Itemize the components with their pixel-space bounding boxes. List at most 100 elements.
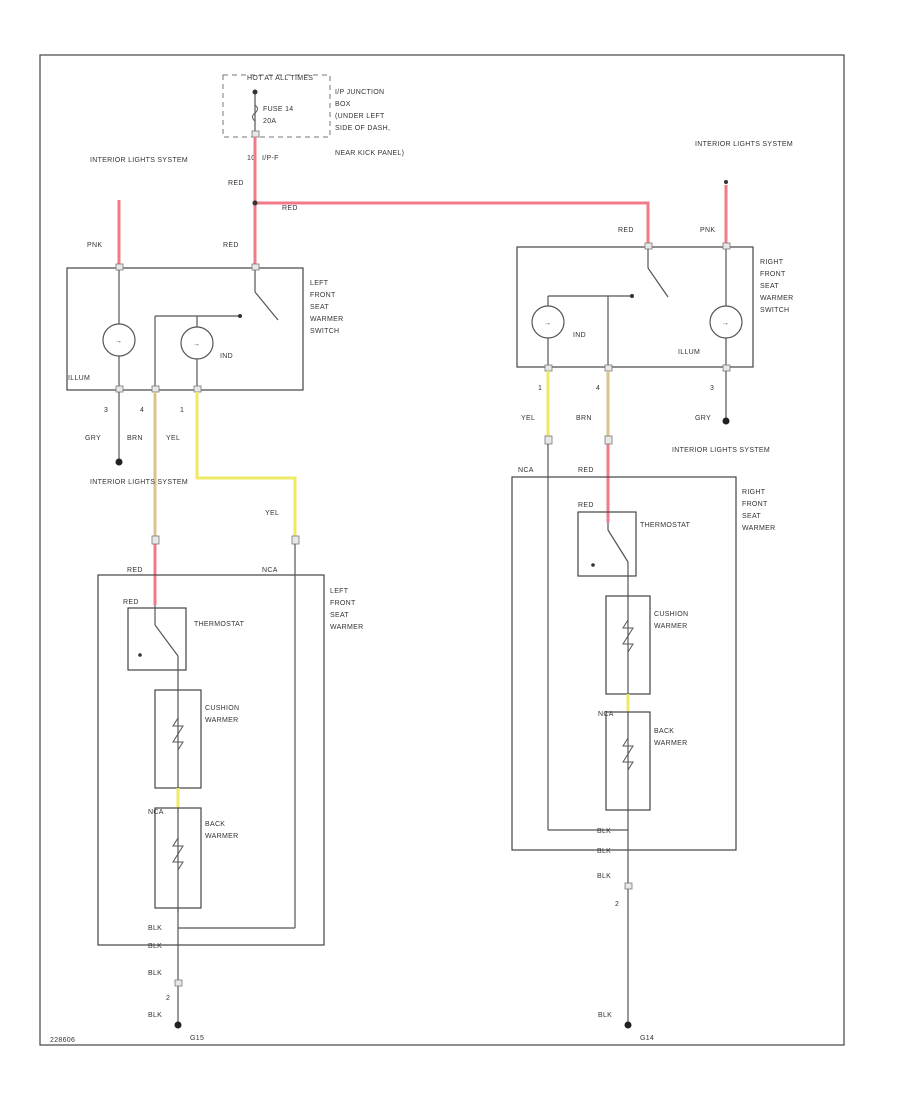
red-label-crossover: RED bbox=[282, 205, 298, 212]
left-pnk-label: PNK bbox=[87, 242, 102, 249]
right-heater-nca-label: NCA bbox=[518, 467, 534, 474]
right-wire-label: BRN bbox=[576, 415, 592, 422]
left-heater-title-line: LEFT bbox=[330, 588, 349, 595]
right-feed-system-label: INTERIOR LIGHTS SYSTEM bbox=[695, 141, 793, 148]
left-back-label: BACK bbox=[205, 821, 225, 828]
left-pin-label: 4 bbox=[140, 407, 144, 414]
right-pin-label: 4 bbox=[596, 385, 600, 392]
right-heater-title-line: WARMER bbox=[742, 525, 775, 532]
right-ground-pin: 2 bbox=[615, 901, 619, 908]
fuse-location-line: BOX bbox=[335, 101, 351, 108]
right-wire-label: YEL bbox=[521, 415, 535, 422]
left-thermostat-red-label: RED bbox=[123, 599, 139, 606]
left-ground-id: G15 bbox=[190, 1035, 204, 1042]
right-red-label: RED bbox=[618, 227, 634, 234]
right-heater-title-line: RIGHT bbox=[742, 489, 766, 496]
right-lower-system-label: INTERIOR LIGHTS SYSTEM bbox=[672, 447, 770, 454]
right-ind-label: IND bbox=[573, 332, 586, 339]
svg-text:→: → bbox=[722, 320, 729, 327]
left-lower-system-label: INTERIOR LIGHTS SYSTEM bbox=[90, 479, 188, 486]
left-illum-label: ILLUM bbox=[68, 375, 90, 382]
right-switch-title-line: RIGHT bbox=[760, 259, 784, 266]
right-switch-title-line: WARMER bbox=[760, 295, 793, 302]
left-pin-label: 1 bbox=[180, 407, 184, 414]
right-gry-termination bbox=[722, 417, 730, 425]
right-blk-label: BLK bbox=[597, 873, 611, 880]
right-wire-label: GRY bbox=[695, 415, 711, 422]
left-blk-label: BLK bbox=[148, 970, 162, 977]
left-heater: RED NCA RED THERMOSTAT CUSHION WARMER NC… bbox=[97, 535, 325, 946]
right-back-label: WARMER bbox=[654, 740, 687, 747]
left-blk-label: BLK bbox=[148, 943, 162, 950]
right-heater-title-line: FRONT bbox=[742, 501, 768, 508]
left-back-label: WARMER bbox=[205, 833, 238, 840]
left-switch: INTERIOR LIGHTS SYSTEM PNK RED → ILLUM →… bbox=[66, 157, 304, 442]
fuse-location-line: SIDE OF DASH, bbox=[335, 125, 390, 132]
right-blk-label: BLK bbox=[597, 848, 611, 855]
right-pin-label: 1 bbox=[538, 385, 542, 392]
right-switch-title-line: FRONT bbox=[760, 271, 786, 278]
left-ground-symbol bbox=[174, 1021, 182, 1029]
right-cushion-label: WARMER bbox=[654, 623, 687, 630]
left-heater-title-line: WARMER bbox=[330, 624, 363, 631]
red-label-upper: RED bbox=[228, 180, 244, 187]
left-wire-label: GRY bbox=[85, 435, 101, 442]
left-switch-title-line: FRONT bbox=[310, 292, 336, 299]
right-back-label: BACK bbox=[654, 728, 674, 735]
left-gry-termination bbox=[115, 458, 123, 466]
fuse-hot-label: HOT AT ALL TIMES bbox=[247, 75, 313, 82]
left-heater-title-line: SEAT bbox=[330, 612, 349, 619]
fuse-block: HOT AT ALL TIMES FUSE 14 20A I/P JUNCTIO… bbox=[222, 74, 404, 162]
right-illum-label: ILLUM bbox=[678, 349, 700, 356]
svg-text:→: → bbox=[193, 341, 200, 348]
fuse-location-line: NEAR KICK PANEL) bbox=[335, 150, 404, 157]
right-switch-title-line: SWITCH bbox=[760, 307, 789, 314]
left-switch-title-line: WARMER bbox=[310, 316, 343, 323]
right-switch: INTERIOR LIGHTS SYSTEM PNK RED → IND → I… bbox=[516, 141, 793, 422]
left-switch-title-line: LEFT bbox=[310, 280, 329, 287]
left-pin-label: 3 bbox=[104, 407, 108, 414]
fuse-number-label: FUSE 14 bbox=[263, 106, 294, 113]
right-heater-title-line: SEAT bbox=[742, 513, 761, 520]
left-back-nca-label: NCA bbox=[148, 809, 164, 816]
fuse-location-line: (UNDER LEFT bbox=[335, 113, 385, 120]
left-blk-label: BLK bbox=[148, 1012, 162, 1019]
right-thermostat-red-label: RED bbox=[578, 502, 594, 509]
left-wire-label: BRN bbox=[127, 435, 143, 442]
left-ind-label: IND bbox=[220, 353, 233, 360]
right-heater-red-label: RED bbox=[578, 467, 594, 474]
left-yel-wire bbox=[195, 392, 297, 540]
left-thermostat-label: THERMOSTAT bbox=[194, 621, 245, 628]
left-heater-red-label: RED bbox=[127, 567, 143, 574]
left-blk-label: BLK bbox=[148, 925, 162, 932]
fuse-location-line: I/P JUNCTION bbox=[335, 89, 384, 96]
left-wire-label: YEL bbox=[166, 435, 180, 442]
right-switch-title-line: SEAT bbox=[760, 283, 779, 290]
left-cushion-label: WARMER bbox=[205, 717, 238, 724]
fuse-amperage-label: 20A bbox=[263, 118, 276, 125]
left-switch-title-line: SWITCH bbox=[310, 328, 339, 335]
right-thermostat-label: THERMOSTAT bbox=[640, 522, 691, 529]
left-cushion-label: CUSHION bbox=[205, 705, 239, 712]
figure-id: 228606 bbox=[50, 1037, 75, 1044]
svg-text:→: → bbox=[544, 320, 551, 327]
right-ground-symbol bbox=[624, 1021, 632, 1029]
splice-dot bbox=[252, 200, 258, 206]
right-pin-label: 3 bbox=[710, 385, 714, 392]
right-blk-label: BLK bbox=[598, 1012, 612, 1019]
fuse-pin-id: I/P-F bbox=[262, 155, 279, 162]
right-ground-id: G14 bbox=[640, 1035, 654, 1042]
left-red-label: RED bbox=[223, 242, 239, 249]
left-ground-pin: 2 bbox=[166, 995, 170, 1002]
red-crossover-wire bbox=[255, 201, 650, 243]
svg-text:→: → bbox=[115, 338, 122, 345]
diagram-frame bbox=[39, 54, 845, 1046]
left-heater-yel-label: YEL bbox=[265, 510, 279, 517]
fuse-pin-number: 10 bbox=[247, 155, 255, 162]
left-switch-title-line: SEAT bbox=[310, 304, 329, 311]
right-blk-label: BLK bbox=[597, 828, 611, 835]
right-cushion-label: CUSHION bbox=[654, 611, 688, 618]
right-heater: NCA RED RED THERMOSTAT CUSHION WARMER NC… bbox=[511, 435, 737, 1022]
left-heater-title-line: FRONT bbox=[330, 600, 356, 607]
